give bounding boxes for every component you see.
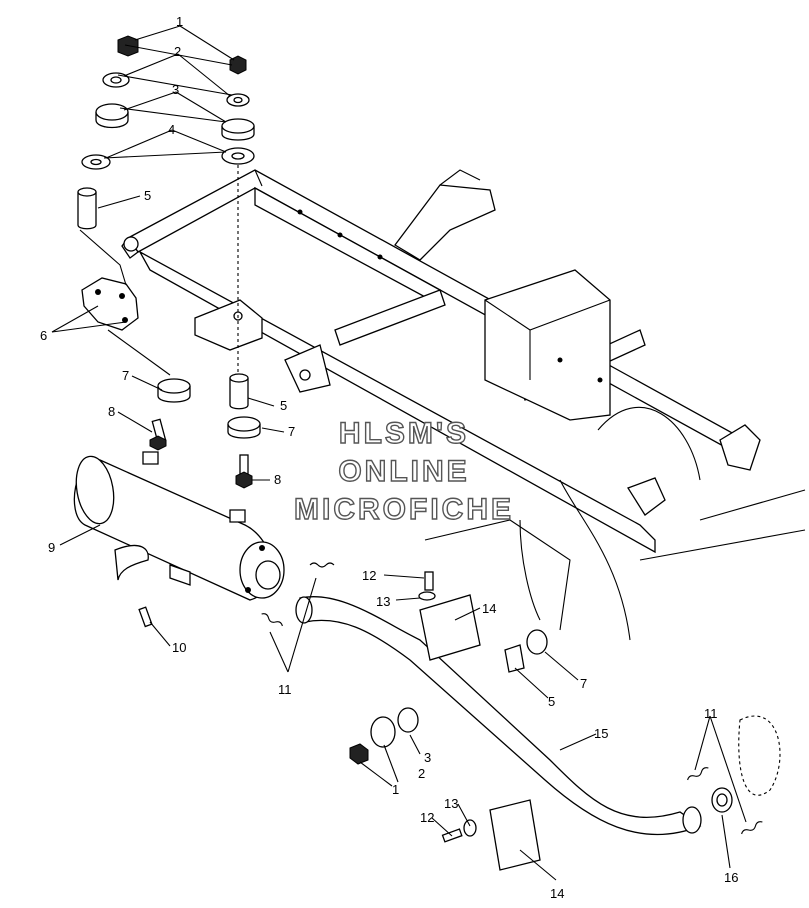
frame-assembly: [121, 169, 806, 641]
muffler: [73, 451, 285, 628]
callout-10: 10: [172, 640, 186, 655]
springs: [261, 562, 763, 835]
callout-9: 9: [48, 540, 55, 555]
callout-3: 3: [424, 750, 431, 765]
watermark-line-1: HLSM'S: [339, 417, 469, 450]
callout-11: 11: [704, 706, 718, 721]
leader-lines: [51, 25, 747, 881]
callout-5: 5: [144, 188, 151, 203]
callout-2: 2: [418, 766, 425, 781]
watermark-line-2: ONLINE: [338, 455, 469, 488]
callout-12: 12: [362, 568, 376, 583]
callout-6: 6: [40, 328, 47, 343]
callout-labels: 1 2 3 4 5 6 7 8 5 7 8 9 10 11 12 13 14 7…: [40, 14, 738, 901]
callout-13: 13: [376, 594, 390, 609]
callout-4: 4: [168, 122, 175, 137]
callout-1: 1: [392, 782, 399, 797]
muffler-mount-hardware: [77, 35, 261, 489]
callout-1: 1: [176, 14, 183, 29]
callout-15: 15: [594, 726, 608, 741]
callout-13: 13: [444, 796, 458, 811]
callout-16: 16: [724, 870, 738, 885]
callout-5: 5: [548, 694, 555, 709]
callout-14: 14: [550, 886, 564, 901]
callout-7: 7: [580, 676, 587, 691]
callout-8: 8: [274, 472, 281, 487]
callout-7: 7: [122, 368, 129, 383]
callout-7: 7: [288, 424, 295, 439]
callout-8: 8: [108, 404, 115, 419]
callout-12: 12: [420, 810, 434, 825]
callout-3: 3: [172, 82, 179, 97]
watermark: HLSM'S ONLINE MICROFICHE: [293, 416, 514, 526]
callout-2: 2: [174, 44, 181, 59]
callout-5: 5: [280, 398, 287, 413]
callout-14: 14: [482, 601, 496, 616]
callout-11: 11: [278, 682, 292, 697]
watermark-line-3: MICROFICHE: [294, 493, 514, 526]
